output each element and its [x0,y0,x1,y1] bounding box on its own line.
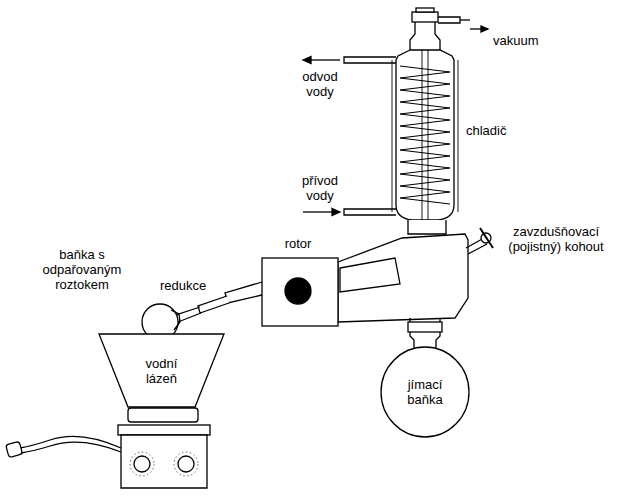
part-label: rotor [270,236,326,251]
part-label: redukce [160,278,206,293]
outlet-label: odvod vody [293,69,347,99]
part-label: zavzdušňovací (pojistný) kohout [504,224,608,254]
node-label: vodní lázeň [131,356,193,386]
node-label: jímací baňka [392,377,458,407]
inlet-label: přívod vody [291,173,349,203]
water-bath: vodní lázeň [98,333,225,408]
part-label: chladič [466,123,506,138]
part-label: baňka s odpařovaným roztokem [28,247,136,292]
receiving-flask: jímací baňka [380,346,470,438]
outlet-label: vakuum [493,33,539,48]
